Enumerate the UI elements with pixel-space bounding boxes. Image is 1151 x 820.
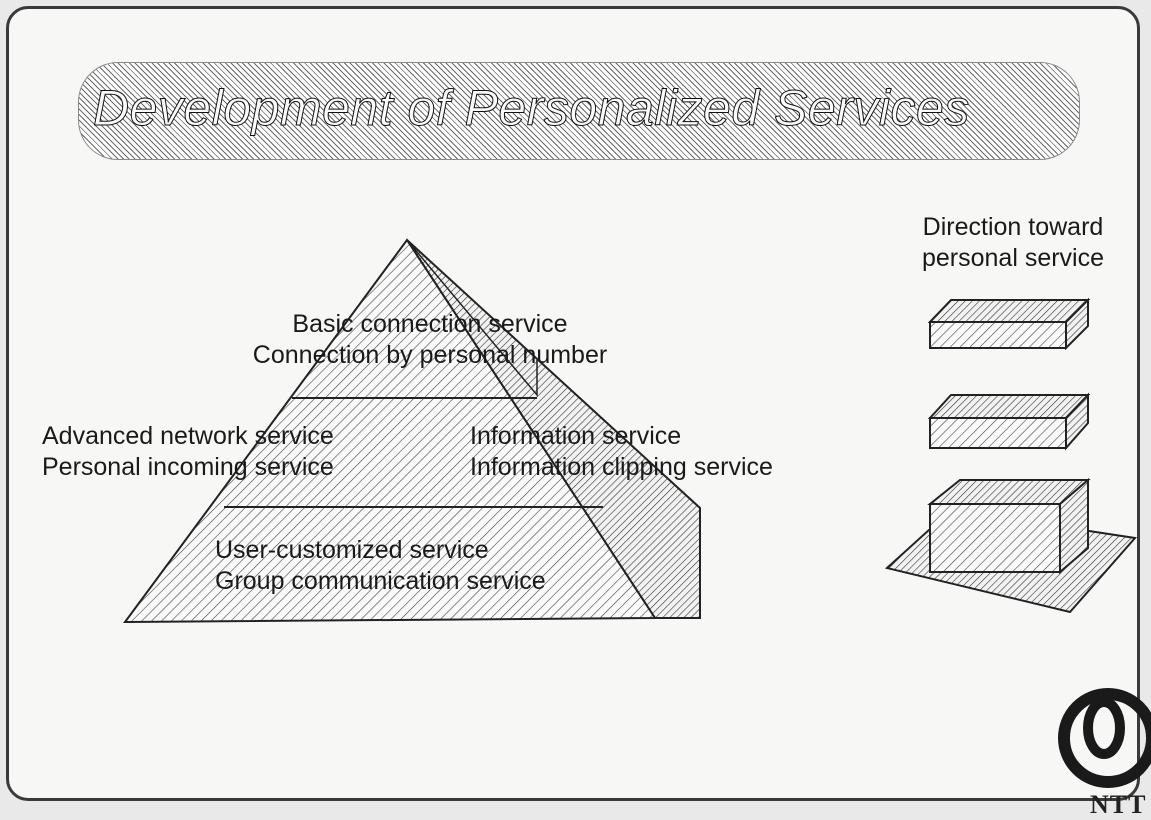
service-shape-tall	[884, 477, 1137, 614]
top-tier-line1: Basic connection service	[292, 310, 568, 338]
middle-left-line2: Personal incoming service	[42, 453, 334, 481]
middle-right-line1: Information service	[470, 422, 682, 450]
pyramid-front-face	[123, 238, 657, 624]
slide-title: Development of Personalized Services	[93, 80, 970, 137]
service-shape-medium	[927, 392, 1091, 451]
bottom-tier-line2: Group communication service	[215, 567, 546, 595]
direction-label-line2: personal service	[921, 244, 1105, 272]
service-shape-flat	[927, 297, 1091, 351]
middle-left-line1: Advanced network service	[42, 422, 334, 450]
pyramid-middle-right-label: Information service Information clipping…	[470, 424, 773, 480]
top-tier-line2: Connection by personal number	[252, 341, 608, 369]
bottom-tier-line1: User-customized service	[215, 536, 489, 564]
middle-right-line2: Information clipping service	[470, 453, 773, 481]
ntt-logo-icon	[1058, 688, 1151, 788]
direction-label: Direction toward personal service	[883, 215, 1143, 271]
direction-label-line1: Direction toward	[922, 213, 1104, 241]
ntt-logo-text: NTT	[1090, 790, 1147, 819]
pyramid-middle-left-label: Advanced network service Personal incomi…	[42, 424, 334, 480]
pyramid-inner-edge	[406, 239, 538, 398]
pyramid-bottom-label: User-customized service Group communicat…	[215, 538, 546, 594]
pyramid-top-label: Basic connection service Connection by p…	[190, 312, 670, 368]
title-banner: Development of Personalized Services	[78, 62, 1080, 160]
